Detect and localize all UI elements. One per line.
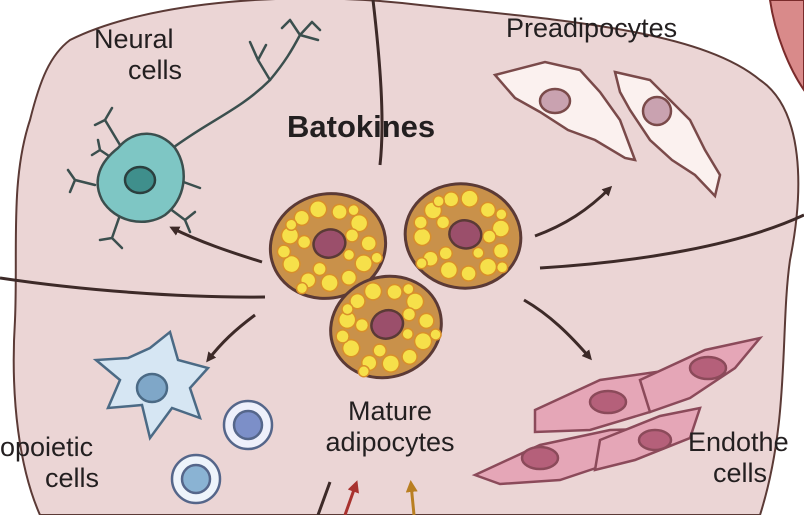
neural-cells-label: Neural cells <box>94 24 182 86</box>
batokine-arrows <box>169 185 613 363</box>
blood-cells <box>170 399 274 505</box>
arrow-to-neural <box>169 226 263 264</box>
mature-label-line2: adipocytes <box>325 427 455 457</box>
hematopoietic-label-line2: cells <box>45 463 100 493</box>
incoming-arrow-red <box>343 480 359 515</box>
endothelial-label-line1: Endothe <box>688 427 789 457</box>
mature-adipocytes <box>268 182 523 380</box>
arrow-to-preadipocytes <box>534 185 613 238</box>
arrow-to-endothelial <box>523 298 592 361</box>
adipocyte-nucleus <box>370 308 405 340</box>
hematopoietic-label-line1: opoietic <box>0 432 94 462</box>
neural-cell <box>66 18 322 250</box>
neural-label-line1: Neural <box>94 24 174 54</box>
preadipocyte-cells <box>492 60 722 199</box>
hematopoietic-cells-label: opoietic cells <box>0 432 99 494</box>
endothelial-cells-label: Endothe cells <box>688 427 789 489</box>
muscle-tissue-edge <box>768 0 804 92</box>
incoming-arrow-gold <box>405 480 418 515</box>
neuron-nucleus <box>123 165 157 195</box>
neural-label-line2: cells <box>128 55 183 85</box>
arrow-to-hematopoietic <box>206 313 256 363</box>
preadipocytes-label: Preadipocytes <box>506 13 678 43</box>
endothelial-label-line2: cells <box>713 458 768 488</box>
hematopoietic-nucleus <box>135 372 169 404</box>
adipocyte-cell <box>329 274 443 380</box>
adipocyte-cell <box>403 182 523 290</box>
mature-label-line1: Mature <box>347 396 433 426</box>
adipocyte-nucleus <box>448 219 483 250</box>
mature-adipocytes-label: Mature adipocytes <box>300 396 480 458</box>
endothelial-cells <box>471 336 764 486</box>
adipocyte-nucleus <box>312 228 347 259</box>
adipocyte-cell <box>268 192 388 300</box>
batokines-title: Batokines <box>287 109 436 144</box>
